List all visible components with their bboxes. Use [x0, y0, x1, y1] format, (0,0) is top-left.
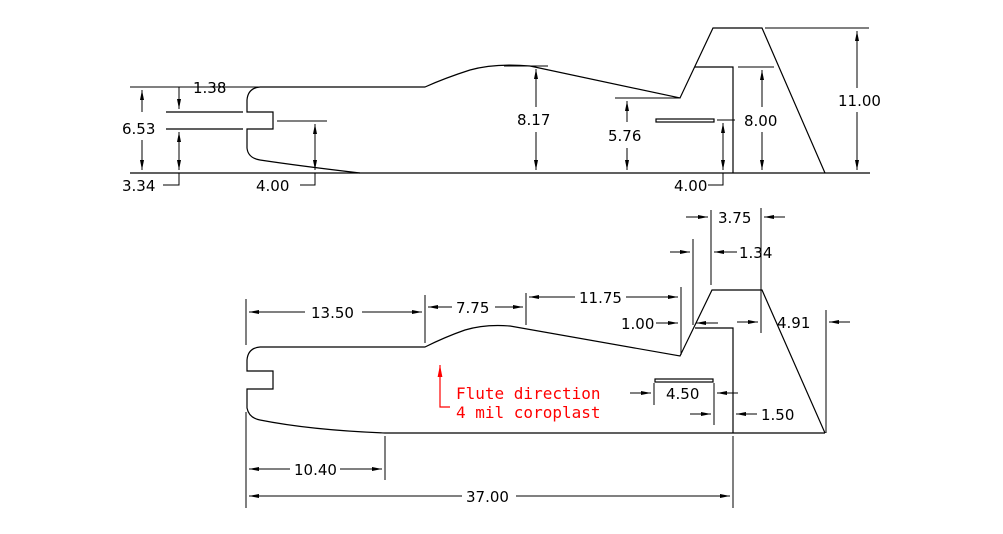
dim-step-offset: 1.00 [621, 315, 654, 333]
dim-hump-length: 7.75 [456, 299, 489, 317]
dim-bottom-curve-length: 10.40 [294, 461, 337, 479]
dim-slot-depth: 1.38 [193, 79, 226, 97]
flat-pattern: 13.50 7.75 11.75 1.00 3.75 1.34 4.91 4.5… [245, 208, 850, 508]
dim-fin-height: 11.00 [838, 92, 881, 110]
dim-slope-length: 11.75 [579, 289, 622, 307]
dim-fin-gap: 1.34 [739, 244, 772, 262]
note-material: 4 mil coroplast [456, 403, 601, 422]
dim-fin-top-width: 3.75 [718, 209, 751, 227]
side-rear-slot [655, 118, 715, 123]
side-body-outline [260, 27, 826, 174]
flat-rear-slot [654, 378, 714, 383]
flat-body-outline [260, 289, 826, 434]
flute-direction-arrow-icon [437, 365, 450, 408]
dim-slot-bottom-height: 3.34 [122, 177, 155, 195]
dim-front-rear-height: 4.00 [256, 177, 289, 195]
dim-rear-slot-height: 8.00 [744, 112, 777, 130]
side-nose-outline [246, 86, 361, 174]
dim-front-length: 13.50 [311, 304, 354, 322]
dim-slot-rear-offset: 1.50 [761, 406, 794, 424]
dim-hump-height: 8.17 [517, 111, 550, 129]
note-flute-direction: Flute direction [456, 384, 601, 403]
side-rear-step [695, 66, 734, 173]
dim-rear-slot-bottom: 4.00 [674, 177, 707, 195]
dim-overall-length: 37.00 [466, 488, 509, 506]
side-view: 6.53 1.38 3.34 4.00 8.17 5.76 4.00 8.00 [122, 27, 881, 195]
dim-dip-height: 5.76 [608, 127, 641, 145]
dim-slot-length: 4.50 [666, 385, 699, 403]
dim-fin-overhang: 4.91 [777, 314, 810, 332]
flat-nose-outline [246, 346, 825, 434]
dim-overall-front-height: 6.53 [122, 120, 155, 138]
flat-rear-step [695, 327, 734, 433]
